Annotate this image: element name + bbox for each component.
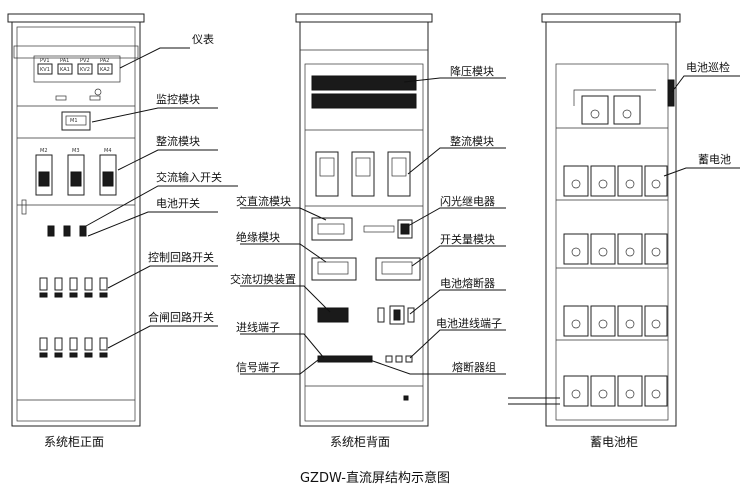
svg-text:PA1: PA1 <box>60 58 69 64</box>
caption-front: 系统柜正面 <box>44 435 104 449</box>
svg-text:KA1: KA1 <box>60 67 70 73</box>
closing-loop-switches <box>39 337 108 358</box>
signal-terminal-block <box>317 355 373 363</box>
flash-relay <box>397 219 413 239</box>
battery-cabinet <box>508 13 681 427</box>
label-step-down-module: 降压模块 <box>450 64 494 78</box>
front-rectifier-modules: M2 M3 M4 <box>35 148 117 196</box>
front-cabinet: PV1 KV1 PA1 KA1 PV2 KV2 PA2 KA2 <box>7 13 145 427</box>
label-rectifier-module: 整流模块 <box>156 134 200 148</box>
svg-text:M4: M4 <box>104 148 112 154</box>
svg-text:PV1: PV1 <box>40 58 50 64</box>
label-acdc-module: 交直流模块 <box>236 194 291 208</box>
label-back-rectifier-module: 整流模块 <box>450 134 494 148</box>
label-meters: 仪表 <box>192 32 214 46</box>
battery-row-1 <box>563 165 668 197</box>
svg-text:KA2: KA2 <box>100 67 110 73</box>
svg-text:M3: M3 <box>72 148 80 154</box>
monitor-module: M1 <box>61 111 91 131</box>
svg-text:M1: M1 <box>70 118 78 124</box>
caption-battery: 蓄电池柜 <box>590 435 638 449</box>
svg-text:PA2: PA2 <box>100 58 109 64</box>
back-leader-lines <box>240 77 506 375</box>
caption-back: 系统柜背面 <box>330 435 390 449</box>
label-ac-switching-device: 交流切换装置 <box>230 272 296 286</box>
step-down-module <box>311 75 417 109</box>
control-loop-switches <box>39 277 108 298</box>
back-labels: 交直流模块 绝缘模块 交流切换装置 进线端子 信号端子 降压模块 整流模块 闪光… <box>230 64 502 374</box>
svg-text:PV2: PV2 <box>80 58 90 64</box>
insulation-module <box>311 257 357 281</box>
front-labels: 仪表 监控模块 整流模块 交流输入开关 电池开关 控制回路开关 合闸回路开关 <box>148 32 222 324</box>
label-battery-switch: 电池开关 <box>156 196 200 210</box>
svg-text:KV2: KV2 <box>80 67 90 73</box>
label-battery-fuse: 电池熔断器 <box>440 276 495 290</box>
meter-pa2: PA2 KA2 <box>97 58 113 75</box>
front-leader-lines <box>85 47 238 349</box>
label-insulation-module: 绝缘模块 <box>236 230 280 244</box>
battery-labels: 电池巡检 蓄电池 <box>686 60 731 166</box>
label-ac-input-switch: 交流输入开关 <box>156 170 222 184</box>
label-switch-module: 开关量模块 <box>440 232 495 246</box>
svg-text:KV1: KV1 <box>40 67 50 73</box>
battery-row-3 <box>563 305 668 337</box>
terminal-strip <box>363 225 395 233</box>
battery-row-4 <box>563 375 668 407</box>
meter-pa1: PA1 KA1 <box>57 58 73 75</box>
label-inlet-terminal: 进线端子 <box>236 320 280 334</box>
label-closing-loop-switch: 合闸回路开关 <box>148 310 214 324</box>
label-battery: 蓄电池 <box>698 153 731 166</box>
meter-pv1: PV1 KV1 <box>37 58 53 75</box>
label-monitor-module: 监控模块 <box>156 92 200 106</box>
label-battery-inspection: 电池巡检 <box>686 60 730 74</box>
back-cabinet <box>295 13 433 427</box>
label-control-loop-switch: 控制回路开关 <box>148 250 214 264</box>
switch-module <box>375 257 421 281</box>
battery-leader-lines <box>663 75 740 177</box>
battery-inspection-device <box>667 79 675 107</box>
acdc-module <box>311 217 353 241</box>
label-signal-terminal: 信号端子 <box>236 361 280 374</box>
svg-text:M2: M2 <box>40 148 48 154</box>
meter-panel: PV1 KV1 PA1 KA1 PV2 KV2 PA2 KA2 <box>33 55 121 83</box>
front-switches <box>47 225 87 237</box>
label-fuse-group: 熔断器组 <box>452 360 496 374</box>
battery-fuse <box>377 305 415 325</box>
battery-row-2 <box>563 233 668 265</box>
battery-inlet-terminal-block <box>385 355 413 363</box>
meter-pv2: PV2 KV2 <box>77 58 93 75</box>
label-battery-inlet-terminal: 电池进线端子 <box>436 316 502 330</box>
battery-top-row <box>581 95 641 125</box>
diagram-title: GZDW-直流屏结构示意图 <box>300 470 450 486</box>
label-flash-relay: 闪光继电器 <box>440 194 495 208</box>
back-rectifier-modules <box>315 151 411 197</box>
ac-switching-device <box>317 307 349 323</box>
